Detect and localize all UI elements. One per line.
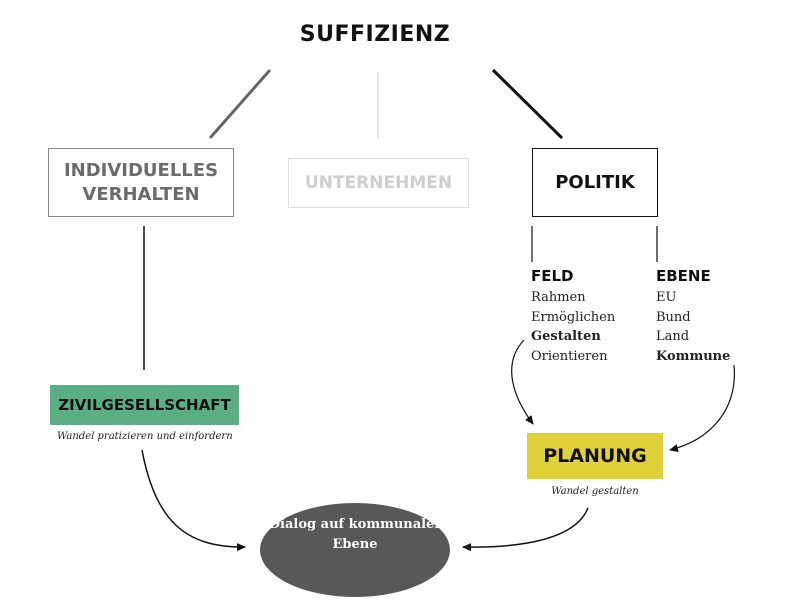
- feld-item: Orientieren: [531, 348, 608, 364]
- ebene-list: EU Bund Land Kommune: [656, 288, 730, 366]
- line-to-politik: [491, 68, 564, 140]
- ebene-heading: EBENE: [656, 267, 711, 285]
- line-to-individuell: [208, 69, 272, 139]
- diagram-title: SUFFIZIENZ: [299, 22, 451, 47]
- arrow-gestalten-planung: [511, 339, 534, 425]
- ebene-item: Land: [656, 329, 690, 344]
- node-planung: PLANUNG: [527, 433, 663, 479]
- arrow-planung-dialog: [462, 507, 589, 552]
- feld-list: Rahmen Ermöglichen Gestalten Orientieren: [531, 288, 615, 366]
- ebene-item: Bund: [656, 309, 691, 325]
- feld-item: Rahmen: [531, 290, 586, 305]
- node-unternehmen: UNTERNEHMEN: [288, 158, 469, 208]
- feld-item: Gestalten: [531, 329, 601, 344]
- node-individuelles-verhalten: INDIVIDUELLES VERHALTEN: [48, 148, 234, 217]
- arrow-zivil-dialog: [141, 449, 246, 552]
- ebene-item: EU: [656, 290, 677, 305]
- planung-caption: Wandel gestalten: [551, 486, 639, 497]
- arrow-kommune-planung: [669, 364, 735, 452]
- node-dialog: Dialog auf kommunaler Ebene: [268, 517, 442, 552]
- feld-item: Ermöglichen: [531, 309, 616, 325]
- dialog-ellipse: [260, 503, 450, 597]
- node-politik: POLITIK: [532, 148, 658, 217]
- feld-heading: FELD: [531, 267, 574, 285]
- node-zivilgesellschaft: ZIVILGESELLSCHAFT: [50, 385, 239, 425]
- zivil-caption: Wandel pratizieren und einfordern: [57, 431, 233, 442]
- ebene-item: Kommune: [656, 348, 731, 364]
